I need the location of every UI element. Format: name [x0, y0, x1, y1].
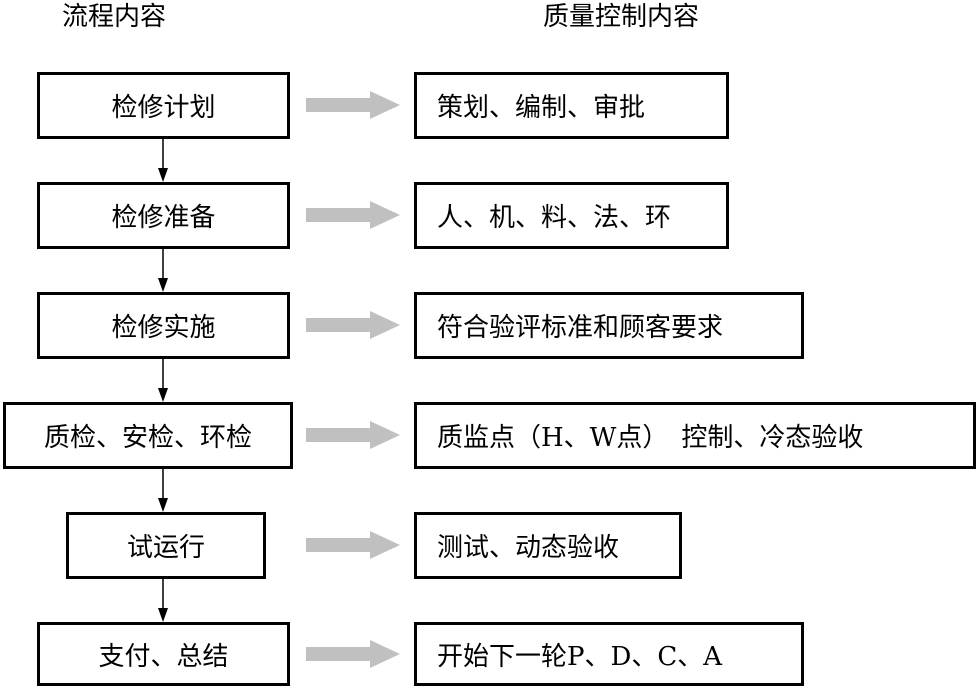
gray-arrow-settle	[306, 640, 400, 668]
gray-arrow-implement	[306, 311, 400, 339]
process-label-implement: 检修实施	[111, 313, 216, 343]
quality-label-settle: 开始下一轮P、D、C、A	[437, 641, 723, 672]
quality-box-implement: 符合验评标准和顾客要求	[414, 292, 804, 359]
quality-label-prepare: 人、机、料、法、环	[437, 203, 672, 233]
quality-box-inspect: 质监点（H、W点） 控制、冷态验收	[414, 402, 976, 469]
process-label-trial-run: 试运行	[126, 533, 205, 563]
process-box-settle: 支付、总结	[37, 622, 290, 686]
quality-label-trial-run: 测试、动态验收	[437, 533, 620, 563]
quality-label-plan: 策划、编制、审批	[437, 93, 646, 123]
quality-label-inspect: 质监点（H、W点） 控制、冷态验收	[437, 423, 864, 453]
process-box-inspect: 质检、安检、环检	[3, 402, 293, 469]
quality-label-implement: 符合验评标准和顾客要求	[437, 313, 724, 343]
process-label-settle: 支付、总结	[98, 641, 229, 672]
process-box-implement: 检修实施	[37, 292, 290, 359]
gray-arrow-trial-run	[306, 531, 400, 559]
quality-column-header: 质量控制内容	[543, 2, 700, 32]
process-label-plan: 检修计划	[111, 93, 216, 123]
process-column-header: 流程内容	[62, 2, 167, 32]
gray-arrow-prepare	[306, 201, 400, 229]
quality-box-prepare: 人、机、料、法、环	[414, 182, 729, 249]
quality-box-trial-run: 测试、动态验收	[414, 512, 682, 579]
flow-arrow-plan-to-prepare	[158, 139, 168, 182]
flow-arrow-implement-to-inspect	[158, 359, 168, 402]
process-box-plan: 检修计划	[37, 72, 290, 139]
quality-box-plan: 策划、编制、审批	[414, 72, 729, 139]
flow-arrow-trial-run-to-settle	[158, 579, 168, 622]
gray-arrow-plan	[306, 91, 400, 119]
flow-arrow-inspect-to-trial-run	[158, 469, 168, 512]
process-label-prepare: 检修准备	[111, 203, 216, 233]
process-label-inspect: 质检、安检、环检	[43, 423, 252, 453]
gray-arrow-inspect	[306, 421, 400, 449]
flow-arrow-prepare-to-implement	[158, 249, 168, 292]
process-box-trial-run: 试运行	[66, 512, 266, 579]
process-box-prepare: 检修准备	[37, 182, 290, 249]
quality-box-settle: 开始下一轮P、D、C、A	[414, 622, 804, 686]
